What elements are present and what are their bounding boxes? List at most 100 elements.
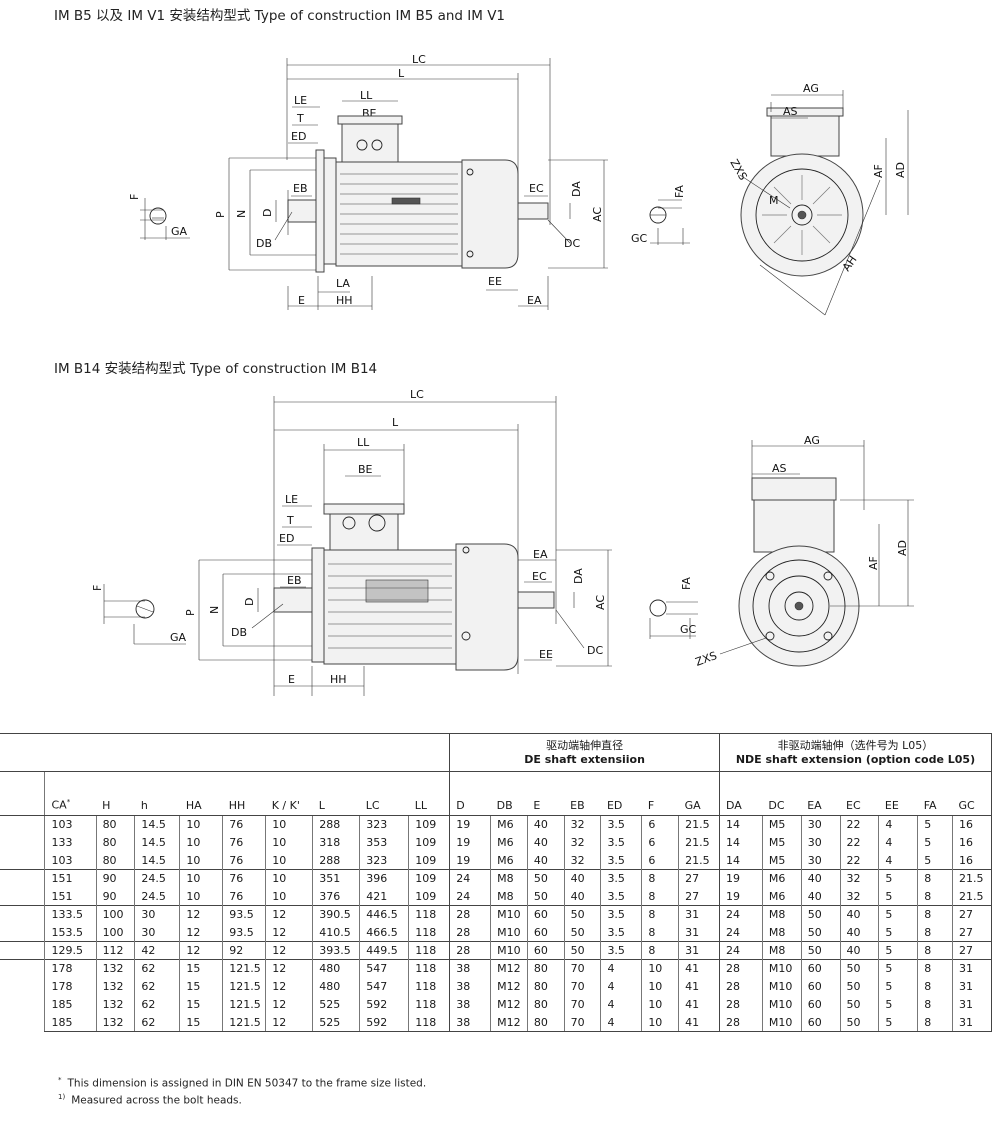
table-cell: 70	[563, 1013, 601, 1032]
table-cell: 390.5	[312, 905, 360, 924]
table-cell: 396	[359, 869, 409, 888]
dim-l-b14: L	[392, 416, 399, 429]
table-cell: M12	[490, 1013, 528, 1032]
table-cell: 118	[408, 977, 450, 996]
table-cell: 421	[359, 887, 409, 906]
table-cell: 62	[134, 959, 180, 978]
table-cell: 323	[359, 851, 409, 870]
table-cell: 32	[563, 851, 601, 870]
table-cell: 5	[878, 869, 918, 888]
table-cell: M6	[490, 815, 528, 834]
table-cell: 60	[800, 995, 841, 1014]
table-cell: M8	[490, 869, 528, 888]
table-cell: 132	[95, 977, 135, 996]
table-cell: 60	[526, 905, 565, 924]
table-cell: 547	[359, 977, 409, 996]
table-cell: 40	[839, 923, 879, 942]
svg-text:FA: FA	[673, 185, 686, 198]
col-header-ll: LL	[408, 771, 450, 816]
col-header-ec: EC	[840, 771, 879, 816]
table-cell: 40	[563, 887, 601, 906]
table-cell: 22	[839, 833, 879, 852]
table-cell: 50	[563, 923, 601, 942]
table-cell: 40	[800, 869, 841, 888]
table-cell: 30	[134, 923, 180, 942]
table-cell: 10	[641, 995, 679, 1014]
table-cell: 70	[563, 959, 601, 978]
table-cell: 4	[878, 815, 918, 834]
table-cell: 50	[526, 887, 565, 906]
table-cell: M10	[490, 905, 528, 924]
table-cell: 4	[600, 995, 642, 1014]
table-cell: 27	[951, 923, 993, 942]
table-cell: 50	[800, 941, 841, 960]
table-cell: 5	[878, 905, 918, 924]
footnotes: *This dimension is assigned in DIN EN 50…	[58, 1072, 427, 1107]
col-header-e: E	[527, 771, 565, 816]
table-cell: 28	[718, 977, 763, 996]
table-cell: M5	[761, 851, 802, 870]
table-cell: 8	[641, 941, 679, 960]
table-cell: 12	[179, 941, 223, 960]
col-header-ha: HA	[179, 771, 223, 816]
table-cell: 40	[839, 941, 879, 960]
dim-t: T	[296, 112, 304, 125]
table-cell: 449.5	[359, 941, 409, 960]
table-cell: 40	[526, 833, 565, 852]
table-cell: 76	[222, 815, 266, 834]
table-cell: 4	[878, 851, 918, 870]
dim-da: DA	[570, 181, 583, 197]
svg-text:AF: AF	[867, 556, 880, 570]
b14-drawing: LC L LL BE LE T ED EB P N D DB E HH	[0, 384, 1000, 696]
svg-text:GA: GA	[171, 225, 188, 238]
table-cell: 31	[678, 941, 720, 960]
svg-text:GC: GC	[631, 232, 648, 245]
table-cell: M6	[761, 869, 802, 888]
table-cell: 19	[449, 851, 491, 870]
table-cell: 50	[839, 959, 879, 978]
col-header-f: F	[641, 771, 679, 816]
table-cell: 76	[222, 869, 266, 888]
table-cell: M12	[490, 959, 528, 978]
table-cell: 50	[800, 923, 841, 942]
table-cell: 62	[134, 977, 180, 996]
table-cell: 393.5	[312, 941, 360, 960]
table-cell: 38	[449, 959, 491, 978]
table-cell: 24	[449, 869, 491, 888]
table-cell: 118	[408, 1013, 450, 1032]
table-cell: 8	[641, 905, 679, 924]
col-header-ga: GA	[678, 771, 720, 816]
table-cell: 93.5	[222, 905, 266, 924]
footnote-1: *This dimension is assigned in DIN EN 50…	[58, 1076, 427, 1090]
table-cell: 90	[95, 869, 135, 888]
table-cell: 6	[641, 815, 679, 834]
table-cell: 80	[95, 851, 135, 870]
table-cell: 32	[839, 887, 879, 906]
table-cell: 15	[179, 995, 223, 1014]
table-cell: 109	[408, 815, 450, 834]
dim-ee-b14: EE	[539, 648, 553, 661]
table-cell: 50	[563, 905, 601, 924]
table-cell: 15	[179, 1013, 223, 1032]
table-cell: 4	[600, 977, 642, 996]
de-key-section-b14: F GA	[91, 584, 187, 645]
table-cell: 24.5	[134, 887, 180, 906]
table-cell: 5	[878, 941, 918, 960]
table-cell: 22	[839, 815, 879, 834]
dim-ll: LL	[360, 89, 373, 102]
b5-end-view: AG AS AF AD ZXS M AH	[727, 82, 909, 316]
table-cell: 6	[641, 851, 679, 870]
table-cell: 14	[718, 833, 763, 852]
table-cell: 12	[179, 905, 223, 924]
table-cell: 62	[134, 1013, 180, 1032]
table-cell: 92	[222, 941, 266, 960]
svg-text:AD: AD	[896, 540, 909, 556]
table-cell: 10	[265, 851, 313, 870]
table-cell: 12	[265, 959, 313, 978]
dim-le-b14: LE	[285, 493, 298, 506]
table-cell: 31	[678, 905, 720, 924]
table-cell: 353	[359, 833, 409, 852]
table-cell: 118	[408, 941, 450, 960]
table-cell: 24	[718, 923, 763, 942]
table-cell: 31	[951, 977, 993, 996]
